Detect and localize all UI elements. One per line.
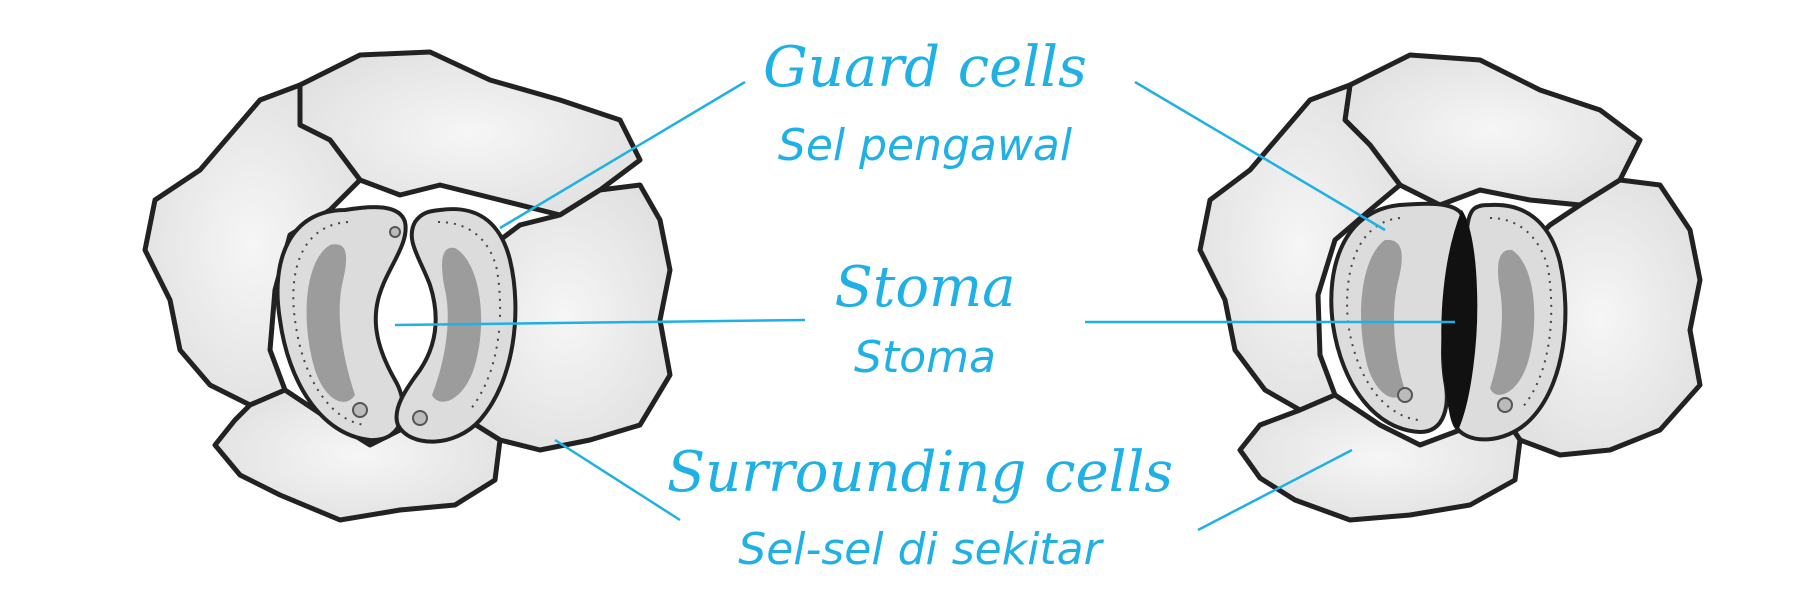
open-stoma-diagram: [142, 49, 673, 523]
leader-lines: [394, 80, 1455, 532]
leader-line-surrounding-left: [554, 438, 681, 522]
chloroplast: [1490, 249, 1535, 395]
surrounding-cells-left: [142, 49, 673, 523]
organelle: [412, 410, 428, 426]
organelle: [352, 402, 368, 418]
leader-line-guard-left: [499, 80, 746, 230]
stoma-label-malay: Stoma: [854, 332, 996, 383]
stoma-label: Stoma: [834, 255, 1016, 320]
organelle: [1497, 397, 1513, 413]
guard-cells-label: Guard cells: [763, 35, 1087, 100]
leader-line-guard-right: [1134, 80, 1386, 232]
organelle: [389, 226, 401, 238]
surrounding-cells-label: Surrounding cells: [666, 440, 1174, 505]
guard-cell-membrane: [1489, 217, 1553, 409]
closed-stoma-diagram: [1197, 52, 1703, 523]
leader-line-stoma-left: [394, 318, 806, 327]
chloroplast: [306, 244, 355, 402]
leader-line-surrounding-right: [1197, 448, 1353, 532]
guard-cell-membrane: [437, 221, 502, 411]
surrounding-cells-label-malay: Sel-sel di sekitar: [738, 524, 1102, 575]
organelle: [1397, 387, 1413, 403]
surrounding-cell: [1237, 392, 1523, 523]
chloroplast: [1361, 239, 1405, 398]
guard-cells-right: [1329, 201, 1568, 442]
guard-cells-label-malay: Sel pengawal: [777, 120, 1073, 171]
stoma-pore-closed: [1441, 209, 1478, 430]
